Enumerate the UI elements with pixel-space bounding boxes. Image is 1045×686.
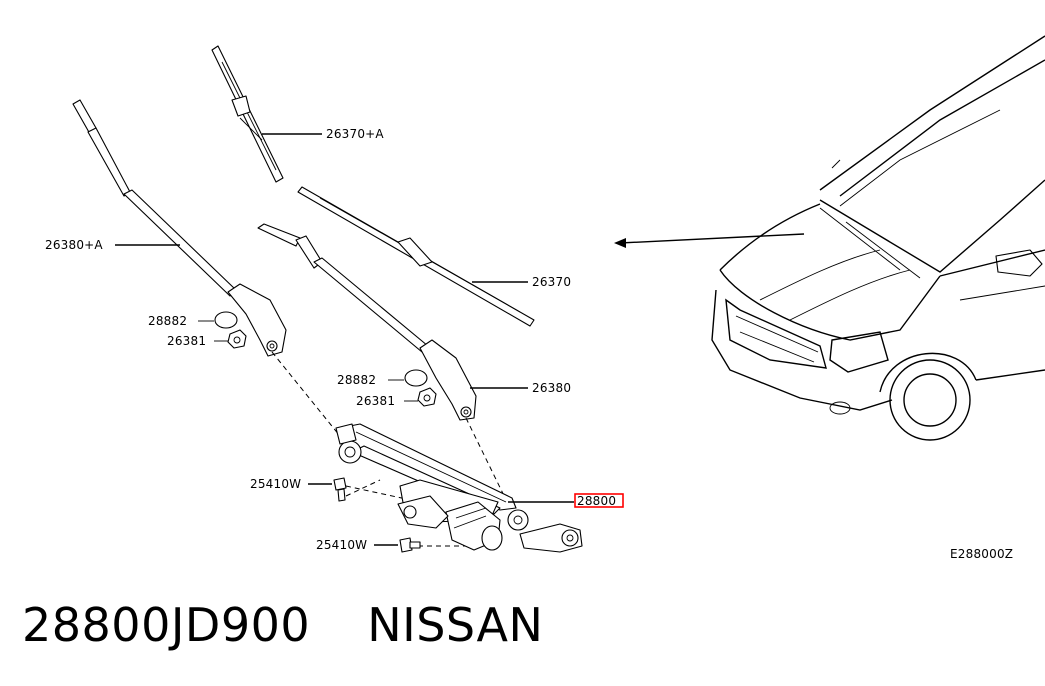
label-28882-right: 28882 [337, 373, 376, 387]
label-28800: 28800 [577, 494, 616, 508]
footer-caption: 28800JD900 NISSAN [22, 598, 543, 652]
wiper-linkage-assembly [335, 423, 583, 553]
label-28882-left: 28882 [148, 314, 187, 328]
part-number: 28800JD900 [22, 598, 311, 652]
wiper-blade-26370 [297, 186, 535, 327]
wiper-blade-26370-a [211, 45, 284, 183]
bolt-lower [399, 537, 421, 553]
label-26381-right: 26381 [356, 394, 395, 408]
label-26381-left: 26381 [167, 334, 206, 348]
label-26370: 26370 [532, 275, 571, 289]
cap-left [214, 311, 238, 329]
highlight-box [574, 493, 624, 508]
label-26380: 26380 [532, 381, 571, 395]
wiper-arm-26380-a [72, 99, 287, 357]
car-illustration [614, 35, 1045, 441]
diagram-code: E288000Z [950, 547, 1013, 561]
label-25410w-upper: 25410W [250, 477, 301, 491]
bolt-upper [333, 477, 347, 502]
cap-right [404, 369, 428, 387]
brand-name: NISSAN [367, 598, 544, 652]
nut-left [227, 329, 247, 349]
label-26380-a: 26380+A [45, 238, 103, 252]
nut-right [417, 387, 437, 407]
label-26370-a: 26370+A [326, 127, 384, 141]
wiper-arm-26380 [257, 223, 477, 421]
label-25410w-lower: 25410W [316, 538, 367, 552]
